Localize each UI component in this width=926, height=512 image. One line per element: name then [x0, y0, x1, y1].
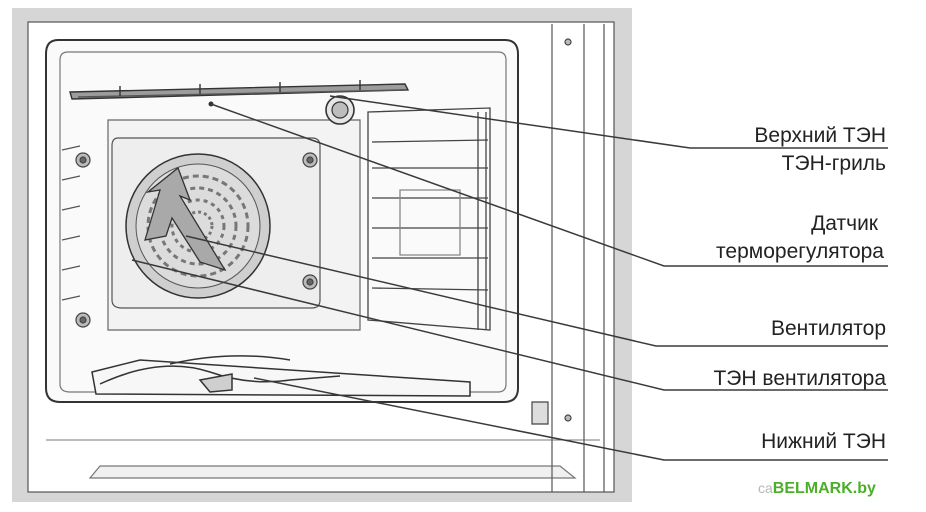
left-rack-rungs: [61, 145, 81, 301]
leader-fan-heater: [131, 259, 888, 391]
airflow-arrow-icon: [144, 166, 227, 272]
leader-bottom-heater: [253, 377, 888, 461]
label-sensor-line2: терморегулятора: [716, 240, 884, 263]
label-bottom-heater: Нижний ТЭН: [761, 430, 886, 453]
label-top-heater-line2: ТЭН-гриль: [781, 152, 886, 175]
label-sensor-line1: Датчик: [811, 212, 878, 235]
watermark-brand: BELMARK.by: [772, 480, 876, 497]
door-glass: [88, 465, 577, 479]
back-wall-screws: [75, 38, 572, 422]
leader-sensor: [210, 103, 888, 267]
watermark-prefix: ca: [758, 480, 773, 496]
door-frame-right: [551, 24, 605, 492]
top-heater: [69, 80, 410, 100]
hinge-bracket: [531, 401, 549, 425]
leader-top-heater: [329, 95, 888, 149]
label-top-heater-line1: Верхний ТЭН: [754, 124, 886, 147]
leader-fan: [185, 235, 888, 347]
thermostat-sensor: [208, 95, 355, 125]
fan: [125, 153, 271, 299]
oven-cavity-inner: [59, 51, 507, 393]
side-rack: [367, 107, 491, 331]
label-fan-heater: ТЭН вентилятора: [713, 367, 886, 390]
leader-lines: [131, 95, 888, 461]
bottom-heater: [91, 355, 471, 397]
label-fan: Вентилятор: [771, 317, 886, 340]
watermark-logo: caBELMARK.by: [758, 480, 876, 498]
